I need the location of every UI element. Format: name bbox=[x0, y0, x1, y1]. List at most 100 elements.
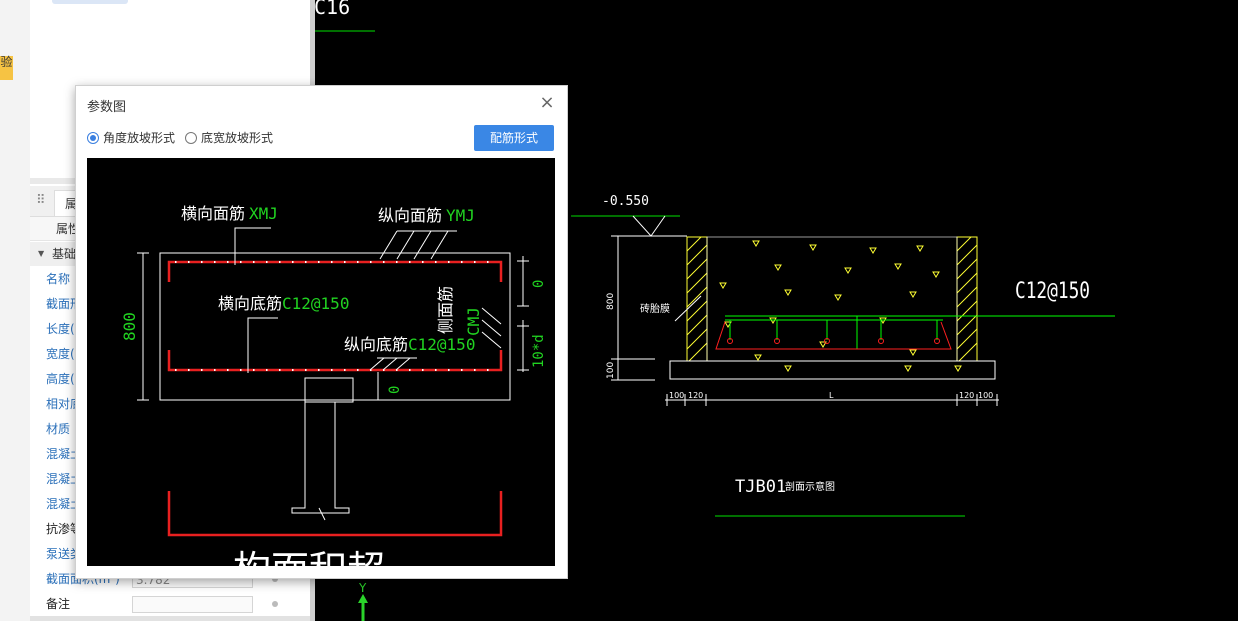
cad-concrete-body bbox=[706, 236, 958, 362]
rebar-top-cage bbox=[167, 260, 503, 282]
property-row[interactable]: 截面形 bbox=[30, 292, 310, 317]
cad-bottom-dim-ticks bbox=[666, 394, 998, 406]
close-icon[interactable]: × bbox=[539, 92, 555, 113]
side-rebar-ticks bbox=[481, 307, 502, 349]
height-dim-text: 800 bbox=[120, 312, 139, 341]
property-row[interactable]: 混凝土 bbox=[30, 467, 310, 492]
cad-bottom-dim: L bbox=[829, 391, 834, 400]
property-label: 截面形 bbox=[46, 297, 83, 311]
top-transverse-name: 横向面筋 bbox=[181, 204, 245, 223]
property-row[interactable]: 宽度( bbox=[30, 342, 310, 367]
bottom-transverse-value: C12@150 bbox=[282, 294, 349, 313]
bottom-transverse-label: 横向底筋C12@150 bbox=[218, 294, 349, 313]
rebar-lower-cage bbox=[167, 491, 503, 537]
property-label: 宽度( bbox=[46, 347, 75, 361]
property-row[interactable]: 长度( bbox=[30, 317, 310, 342]
radio-angle-slope[interactable]: 角度放坡形式 bbox=[87, 130, 175, 146]
property-label: 相对底 bbox=[46, 397, 83, 411]
left-side-tab[interactable]: 验 bbox=[0, 56, 13, 80]
cad-axis-arrow-icon bbox=[358, 594, 368, 603]
property-row[interactable]: 混凝土 bbox=[30, 442, 310, 467]
cad-right-wall-hatch bbox=[956, 236, 978, 362]
property-label: 抗渗等 bbox=[46, 522, 83, 536]
dialog-title: 参数图 bbox=[87, 100, 127, 115]
cad-rebar-verticals bbox=[729, 316, 938, 349]
property-label: 泵送类 bbox=[46, 547, 83, 561]
bottom-longitudinal-label: 纵向底筋C12@150 bbox=[344, 335, 475, 354]
cad-bottom-dim: 100 bbox=[669, 391, 684, 400]
side-rebar-value: CMJ bbox=[464, 307, 483, 336]
property-label: 长度( bbox=[46, 322, 75, 336]
drag-grip-icon[interactable]: ⠿ bbox=[36, 193, 46, 208]
panel-bottom-scrollbar[interactable] bbox=[30, 616, 310, 621]
radio-width-slope[interactable]: 底宽放坡形式 bbox=[185, 130, 273, 146]
radio-selected-icon[interactable] bbox=[87, 132, 99, 144]
property-group-label: 基础 bbox=[52, 247, 77, 261]
property-row[interactable]: 泵送类 bbox=[30, 542, 310, 567]
property-row-remark[interactable]: 备注 bbox=[30, 592, 310, 617]
cad-section-subtitle: 剖面示意图 bbox=[785, 480, 835, 493]
cad-elevation-triangle bbox=[632, 215, 666, 237]
cad-wall-leader bbox=[674, 295, 702, 322]
cad-bottom-dim: 100 bbox=[978, 391, 993, 400]
property-row[interactable]: 材质 bbox=[30, 417, 310, 442]
top-longitudinal-value: YMJ bbox=[446, 206, 475, 225]
property-label: 名称 bbox=[46, 272, 71, 286]
parameter-dialog: 参数图 × 角度放坡形式 底宽放坡形式 配筋形式 800 bbox=[75, 85, 568, 579]
top-transverse-leader bbox=[234, 227, 271, 265]
property-row[interactable]: 相对底 bbox=[30, 392, 310, 417]
property-row[interactable]: 高度( bbox=[30, 367, 310, 392]
side-rebar-label: 侧面筋 bbox=[436, 286, 455, 334]
property-label: 高度( bbox=[46, 372, 75, 386]
property-option-dot[interactable] bbox=[272, 576, 278, 582]
cad-base-slab bbox=[669, 360, 996, 380]
cad-top-label: C16 bbox=[315, 0, 350, 19]
collapse-caret-icon[interactable]: ▼ bbox=[38, 249, 45, 258]
cad-rebar-red-bottom bbox=[715, 321, 952, 350]
cad-left-wall-hatch bbox=[686, 236, 708, 362]
cad-axis-y-label: Y bbox=[358, 581, 367, 595]
footing-outline bbox=[159, 252, 511, 401]
cad-aggregate-marks bbox=[719, 240, 962, 372]
remark-field[interactable] bbox=[132, 596, 253, 613]
cad-canvas[interactable]: C16 -0.550 800 100 bbox=[315, 0, 1238, 621]
property-label: 备注 bbox=[46, 597, 71, 611]
property-option-dot[interactable] bbox=[272, 601, 278, 607]
cad-section-title: TJB01 bbox=[735, 477, 786, 497]
rebar-bottom-cage bbox=[167, 350, 503, 372]
top-longitudinal-ticks bbox=[379, 230, 449, 260]
cad-wall-label: 砖胎膜 bbox=[640, 302, 670, 315]
cad-rebar-callout: C12@150 bbox=[1015, 279, 1090, 304]
drawing-bottom-text: 构面积超... bbox=[233, 548, 421, 566]
cad-bottom-dim: 120 bbox=[688, 391, 703, 400]
property-label: 混凝土 bbox=[46, 497, 83, 511]
cad-bottom-dim: 120 bbox=[959, 391, 974, 400]
bottom-transverse-leader bbox=[247, 317, 278, 373]
property-label: 混凝土 bbox=[46, 447, 83, 461]
column-stub bbox=[291, 402, 350, 514]
property-row[interactable]: 抗渗等 bbox=[30, 517, 310, 542]
bottom-longitudinal-value: C12@150 bbox=[408, 335, 475, 354]
bottom-longitudinal-ticks bbox=[369, 357, 411, 371]
column-top bbox=[304, 377, 354, 403]
radio-label: 角度放坡形式 bbox=[103, 131, 176, 145]
rebar-form-button[interactable]: 配筋形式 bbox=[474, 125, 554, 151]
property-row[interactable]: 混凝土 bbox=[30, 492, 310, 517]
top-cover-dim: 0 bbox=[531, 280, 547, 288]
property-label: 混凝土 bbox=[46, 472, 83, 486]
cad-height-dim: 800 bbox=[606, 293, 616, 310]
cad-base-dim: 100 bbox=[606, 362, 616, 379]
cad-elevation-text: -0.550 bbox=[602, 194, 649, 209]
property-row[interactable]: 名称 bbox=[30, 267, 310, 292]
top-transverse-value: XMJ bbox=[249, 204, 278, 223]
side-dim-text: 10*d bbox=[531, 334, 547, 368]
radio-unselected-icon[interactable] bbox=[185, 132, 197, 144]
top-longitudinal-name: 纵向面筋 bbox=[378, 206, 442, 225]
property-label: 材质 bbox=[46, 422, 71, 436]
bottom-transverse-name: 横向底筋 bbox=[218, 294, 282, 313]
panel-top-button[interactable] bbox=[52, 0, 128, 4]
